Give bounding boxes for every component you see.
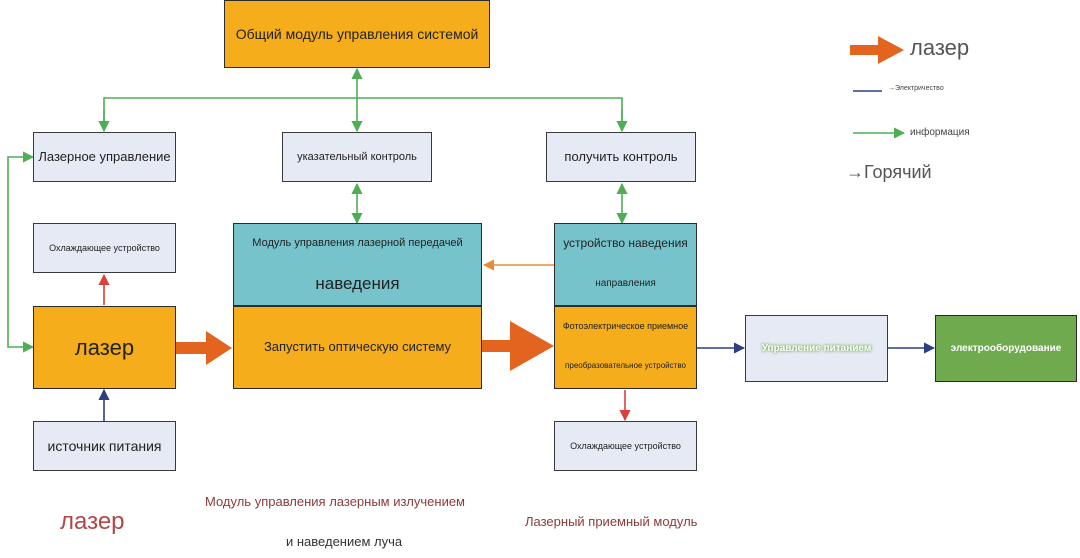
info-bus-top [103,97,623,131]
receive-control-label: получить контроль [564,148,678,164]
caption-tx-module-line1: Модуль управления лазерным излучением [205,494,465,509]
power-management-label: Управление питанием [761,342,872,354]
direction-device-line1: устройство наведения [563,236,688,250]
electrical-equipment-label: электрооборудование [950,342,1062,354]
laser-beam-arrow-2 [476,321,554,371]
laser-label: лазер [74,334,135,360]
optics-label: Запустить оптическую систему [263,339,452,354]
system-control-module: Общий модуль управления системой [224,0,490,68]
legend-laser-label: лазер [910,35,970,60]
laser-box: лазер [33,306,176,389]
info-link-laserctrl-laser [7,151,35,353]
direction-device: устройство наведения направления [554,223,697,306]
tx-module-title: Модуль управления лазерной передачей [252,237,463,249]
electricity-connectors [98,342,936,421]
caption-laser: лазер [60,508,125,535]
pointing-control-box: указательный контроль [282,132,432,182]
optics-box: Запустить оптическую систему [233,306,482,389]
laser-beams [176,36,904,371]
laser-transmission-module: Модуль управления лазерной передачей нав… [233,223,482,306]
laser-beam-arrow-1 [176,331,232,365]
power-management-box: Управление питанием [745,315,888,382]
pv-receiver-box: Фотоэлектрическое приемное преобразовате… [554,306,697,389]
tx-module-subtitle: наведения [315,274,400,293]
legend-information-label: информация [910,127,970,138]
receive-control-box: получить контроль [546,132,696,182]
pv-line1: Фотоэлектрическое приемное [562,321,689,331]
pointing-control-label: указательный контроль [297,150,417,163]
electrical-equipment-box: электрооборудование [935,315,1077,382]
heat-connectors [98,273,631,422]
cooling-right-label: Охлаждающее устройство [570,440,681,451]
information-connectors [7,67,628,353]
legend-laser-arrow [850,36,904,64]
pv-line2: преобразовательное устройство [565,361,686,370]
laser-control-label: Лазерное управление [38,148,171,164]
cooling-device-left: Охлаждающее устройство [33,223,176,273]
power-source-box: источник питания [33,421,176,471]
cooling-left-label: Охлаждающее устройство [49,242,160,253]
caption-rx-module: Лазерный приемный модуль [525,514,698,529]
power-source-label: источник питания [47,437,162,454]
caption-tx-module-line2: и наведением луча [286,534,403,549]
direction-device-line2: направления [595,278,656,289]
laser-control-box: Лазерное управление [33,132,176,182]
legend-hot-label: →Горячий [846,162,932,182]
legend-electricity-label: →Электричество [888,85,944,92]
cooling-device-right: Охлаждающее устройство [554,421,697,471]
system-control-label: Общий модуль управления системой [235,25,479,42]
